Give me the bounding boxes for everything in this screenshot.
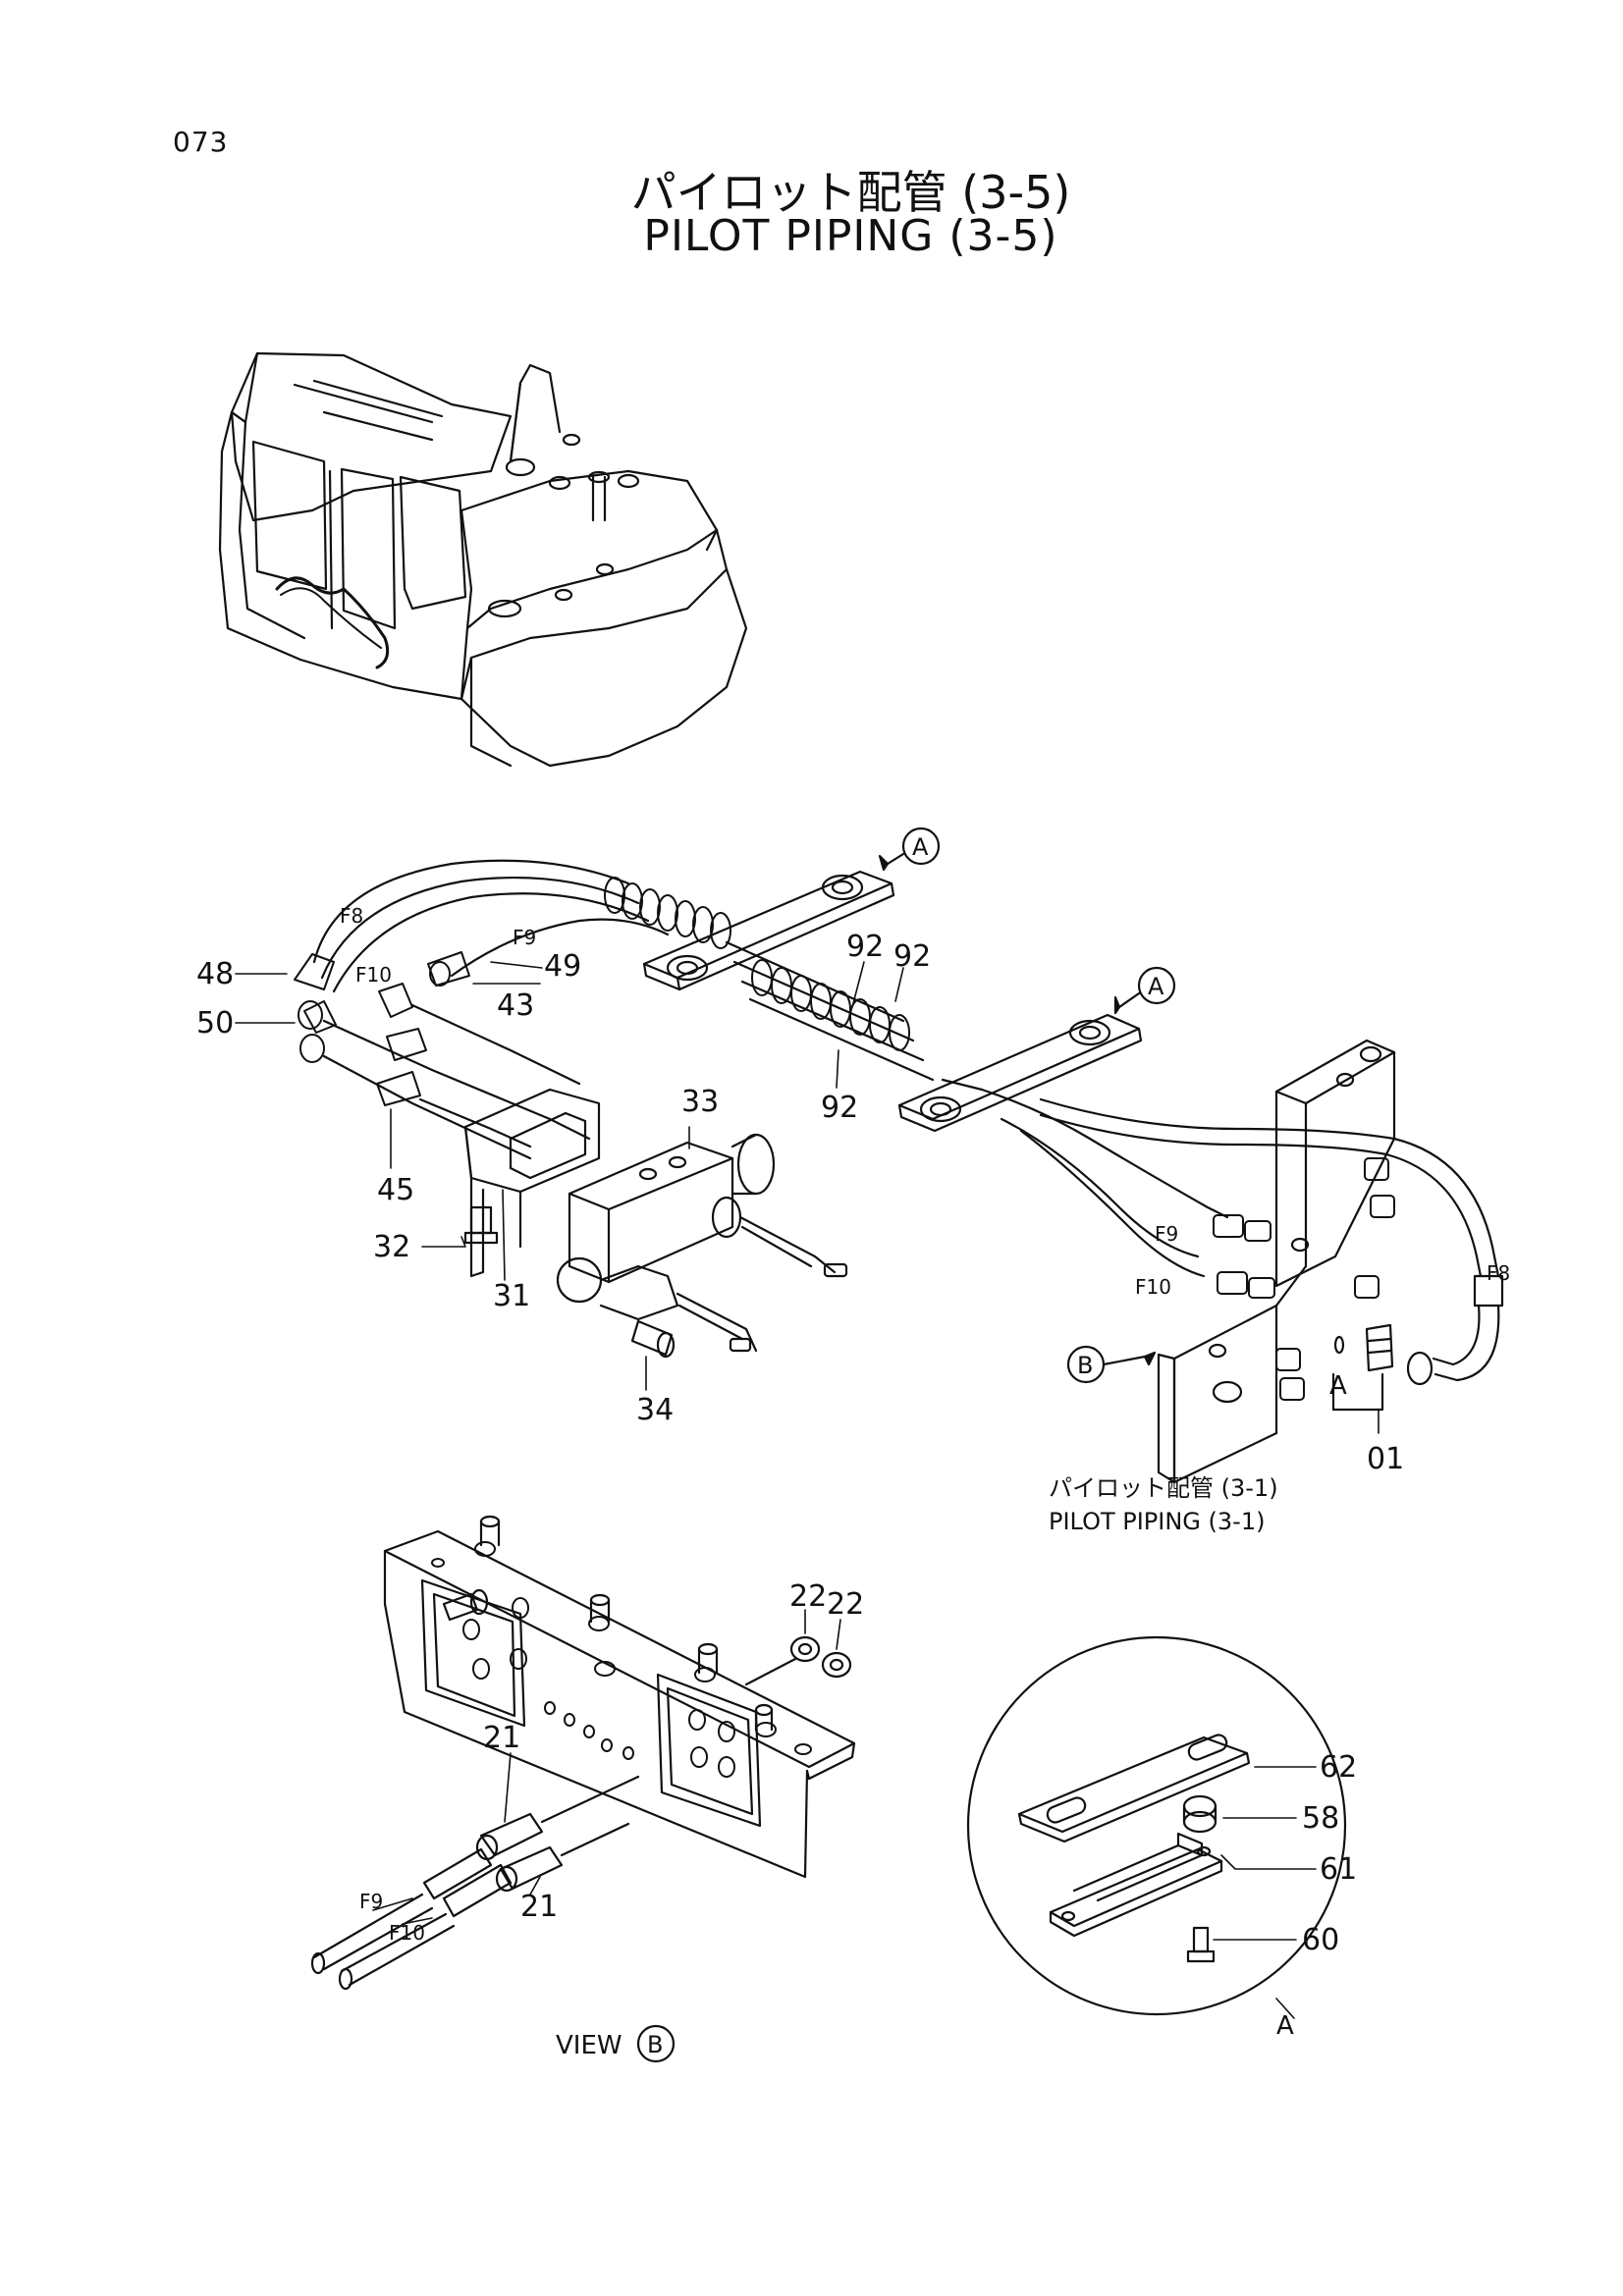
part-label-92-c: 92 <box>821 1091 858 1125</box>
part-label-22-a: 22 <box>789 1579 827 1614</box>
part-label-45: 45 <box>377 1173 414 1207</box>
callout-letter-a-lower: A <box>1148 973 1164 1000</box>
part-label-31: 31 <box>493 1279 530 1313</box>
hose-label-f8-right: F8 <box>1487 1261 1510 1285</box>
callout-letter-a-upper: A <box>912 833 929 861</box>
part-label-32: 32 <box>373 1230 410 1264</box>
page-title-english: PILOT PIPING (3-5) <box>643 211 1058 261</box>
callout-b-view <box>636 2024 676 2063</box>
part-label-21-a: 21 <box>483 1721 520 1755</box>
part-label-33: 33 <box>681 1085 719 1119</box>
page-number: 073 <box>173 126 229 158</box>
page-title-japanese: パイロット配管 (3-5) <box>630 166 1071 219</box>
part-label-60: 60 <box>1302 1923 1339 1957</box>
view-label: VIEW <box>556 2031 622 2060</box>
hose-label-f9-right: F9 <box>1155 1222 1178 1246</box>
detail-a-circle-label: A <box>1276 2011 1294 2041</box>
detail-a-circle <box>966 1635 1347 2016</box>
part-label-58: 58 <box>1302 1801 1339 1836</box>
part-label-22-b: 22 <box>827 1587 864 1622</box>
leader-lines <box>235 961 1380 2019</box>
pilot-piping-assembly <box>294 859 1504 1484</box>
part-label-62: 62 <box>1320 1750 1357 1785</box>
part-label-61: 61 <box>1320 1852 1357 1887</box>
part-label-34: 34 <box>636 1393 674 1427</box>
reference-title-japanese: パイロット配管 (3-1) <box>1049 1474 1278 1502</box>
callout-letter-b-main: B <box>1077 1352 1093 1379</box>
part-label-01: 01 <box>1367 1442 1404 1476</box>
callout-letters: A A B B A A VIEW <box>556 833 1347 2060</box>
reference-title-english: PILOT PIPING (3-1) <box>1049 1508 1266 1535</box>
hose-labels: F8 F9 F10 F9 F10 F8 F9 F10 <box>340 904 1510 1945</box>
part-label-43: 43 <box>497 988 534 1023</box>
view-b-detail-illustration <box>310 1515 856 1991</box>
detail-a-marker: A <box>1329 1371 1347 1401</box>
hose-label-f8-left: F8 <box>340 904 363 928</box>
callout-a-upper <box>901 827 941 866</box>
callout-letter-b-view: B <box>647 2031 663 2058</box>
hose-label-f9-left: F9 <box>513 926 536 949</box>
hose-label-f9-view-b: F9 <box>359 1890 383 1913</box>
callouts <box>636 827 1176 2063</box>
part-label-49: 49 <box>544 949 581 984</box>
part-label-50: 50 <box>196 1006 234 1041</box>
part-label-21-b: 21 <box>520 1890 558 1924</box>
excavator-overview-illustration <box>218 351 748 768</box>
part-label-92-b: 92 <box>893 939 931 974</box>
hose-label-f10-left: F10 <box>355 963 392 987</box>
part-label-92-a: 92 <box>846 930 884 964</box>
callout-a-lower <box>1137 966 1176 1005</box>
part-label-48: 48 <box>196 957 234 991</box>
hose-label-f10-view-b: F10 <box>389 1921 425 1945</box>
hose-label-f10-right: F10 <box>1135 1275 1171 1299</box>
part-number-labels: 48 50 49 43 45 33 32 31 34 92 92 92 01 6… <box>196 930 1404 1957</box>
